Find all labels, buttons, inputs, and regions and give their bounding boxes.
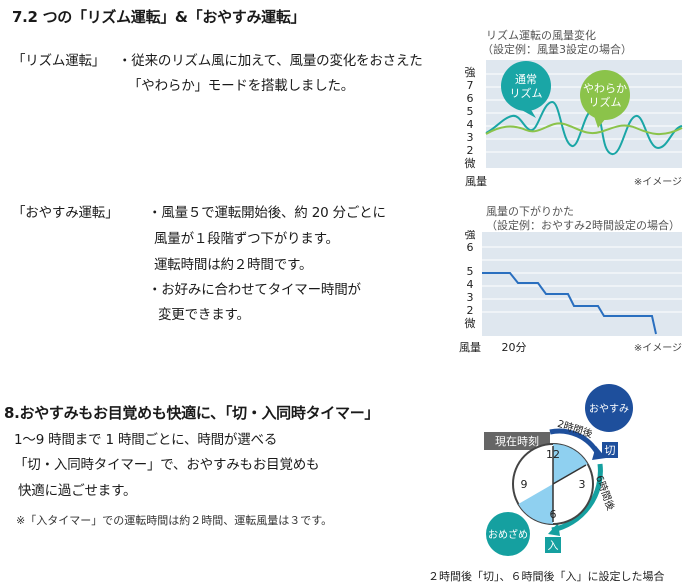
chart1-ylabel-weak: 微 (465, 156, 476, 170)
chart2-ylabel-weak: 微 (465, 316, 476, 330)
rhythm-line2: 「やわらか」モードを搭載しました。 (128, 78, 355, 94)
on-text: 入 (548, 539, 559, 552)
sleep-line5: 変更できます。 (158, 307, 250, 323)
chart2-ylabel-strong: 強 (465, 230, 476, 241)
sleep-chart: 強 6 5 4 3 2 微 風量 20分 ※イメージ (459, 230, 682, 354)
normal-bubble-line1: 通常 (515, 73, 537, 86)
sleep-line1: ・風量５で運転開始後、約 20 分ごとに (148, 205, 386, 221)
sleep-line4: ・お好みに合わせてタイマー時間が (148, 282, 361, 298)
on-tag (545, 537, 561, 553)
chart2-x-tick: 20分 (502, 341, 527, 354)
chart1-note: ※イメージ (634, 177, 682, 188)
chart2-note: ※イメージ (634, 343, 682, 354)
off-period-sector (553, 444, 588, 484)
sleep-label: 「おやすみ運転」 (12, 205, 119, 221)
soft-rhythm-line (485, 122, 683, 135)
section2-line3: 快適に過ごせます。 (18, 483, 137, 499)
timer-diagram: おやすみ 現在時刻 2時間後 切 6時間後 12 3 6 9 入 おめざめ (484, 384, 633, 556)
section2-note: ※「入タイマー」での運転時間は約２時間、運転風量は３です。 (16, 514, 333, 527)
off-text: 切 (605, 444, 616, 457)
current-time-text: 現在時刻 (495, 434, 539, 448)
chart1-ylabel-4: 4 (467, 118, 474, 131)
sleep-bubble (585, 384, 633, 432)
chart2-subtitle: （設定例：おやすみ2時間設定の場合） (486, 219, 680, 232)
timer-caption: ２時間後「切」、６時間後「入」に設定した場合 (428, 570, 665, 583)
on-period-sector (518, 484, 553, 524)
chart2-ylabel-3: 3 (467, 291, 474, 304)
rhythm-line1: ・従来のリズム風に加えて、風量の変化をおさえた (118, 53, 423, 69)
clock-number-9: 9 (521, 478, 528, 491)
section2-line2: 「切・入同時タイマー」で、おやすみもお目覚めも (14, 457, 320, 473)
chart1-ylabel-2: 2 (467, 144, 474, 157)
normal-bubble-line2: リズム (510, 86, 543, 100)
normal-rhythm-bubble (501, 61, 551, 111)
wake-bubble-text: おめざめ (488, 528, 528, 541)
chart1-subtitle: （設定例：風量3設定の場合） (482, 43, 632, 56)
sleep-line2: 風量が１段階ずつ下がります。 (154, 231, 339, 247)
chart1-ylabel-5: 5 (467, 105, 474, 118)
soft-rhythm-bubble (580, 70, 630, 120)
chart2-ylabel-5: 5 (467, 265, 474, 278)
section2-line1: 1～9 時間まで 1 時間ごとに、時間が選べる (14, 432, 278, 448)
chart2-ylabel-4: 4 (467, 278, 474, 291)
clock-number-3: 3 (579, 478, 586, 491)
soft-bubble-line1: やわらか (583, 82, 627, 95)
six-hour-arc (551, 463, 603, 533)
chart1-xlabel: 風量 (465, 175, 487, 188)
chart1-ylabel-6: 6 (467, 92, 474, 105)
two-hour-arc (549, 428, 601, 456)
chart2-plot-background (482, 232, 682, 336)
sleep-step-line (482, 272, 657, 335)
chart1-ylabel-7: 7 (467, 79, 474, 92)
rhythm-label: 「リズム運転」 (12, 53, 106, 69)
chart1-ylabel-3: 3 (467, 131, 474, 144)
current-time-badge (484, 432, 550, 450)
wake-bubble (486, 512, 530, 556)
rhythm-chart: 強 7 6 5 4 3 2 微 通常 リズム やわらか リズム 風量 ※イメージ (465, 60, 683, 188)
off-tag (602, 442, 618, 458)
chart2-xlabel: 風量 (459, 341, 481, 354)
sleep-line3: 運転時間は約２時間です。 (154, 257, 313, 273)
chart2-ylabel-2: 2 (467, 304, 474, 317)
section1-heading: 7.2 つの「リズム運転」&「おやすみ運転」 (12, 8, 306, 26)
chart1-ylabel-strong: 強 (465, 66, 476, 79)
clock-number-6: 6 (550, 508, 557, 521)
clock-number-12: 12 (546, 448, 560, 461)
chart1-title: リズム運転の風量変化 (486, 29, 596, 42)
chart2-title: 風量の下がりかた (486, 205, 574, 218)
chart2-ylabel-6: 6 (467, 241, 474, 254)
sleep-bubble-text: おやすみ (589, 403, 629, 415)
section2-heading: 8.おやすみもお目覚めも快適に、「切・入同時タイマー」 (4, 404, 380, 422)
soft-bubble-line2: リズム (589, 95, 622, 109)
